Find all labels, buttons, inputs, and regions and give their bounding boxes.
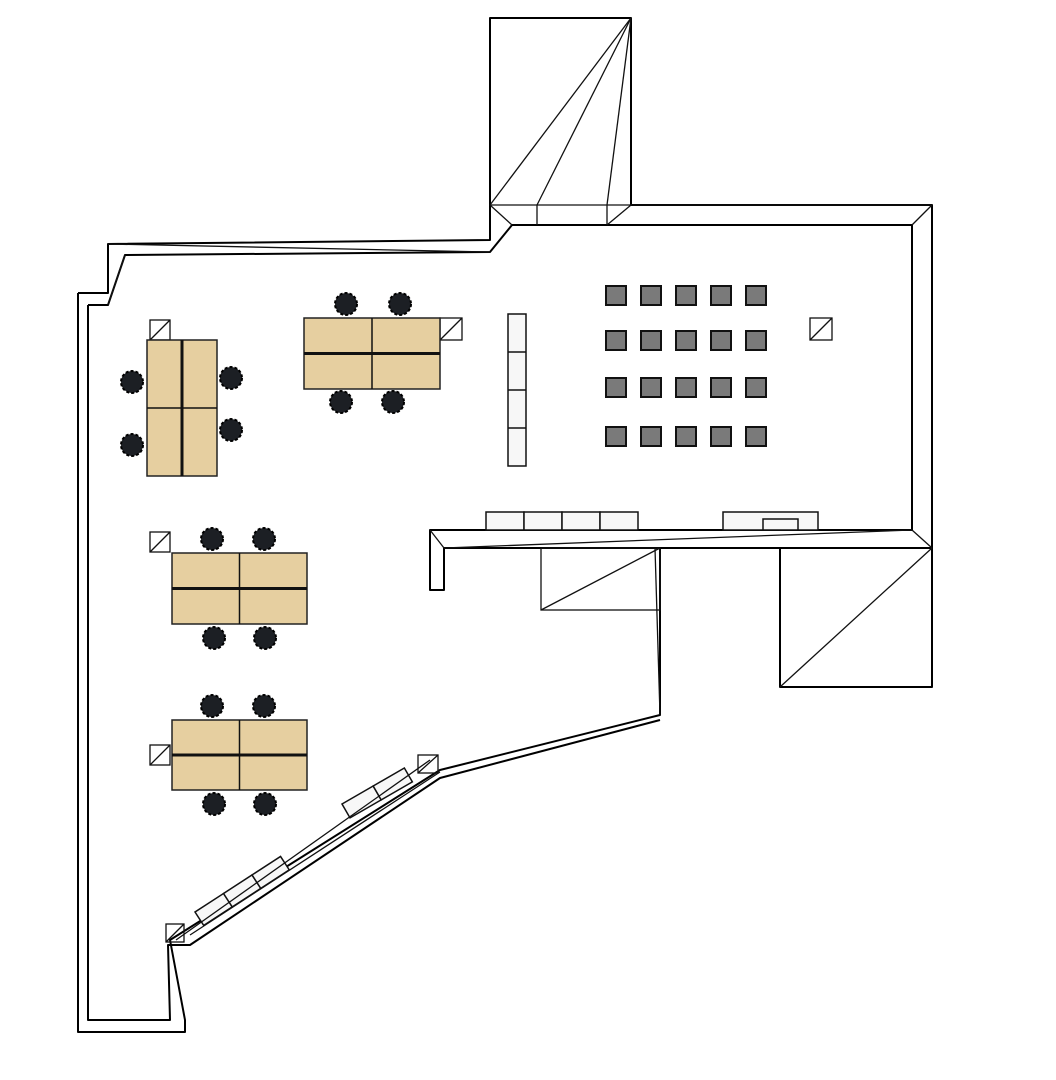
cabinet bbox=[485, 511, 525, 531]
tower-structure bbox=[107, 17, 933, 549]
desk-group bbox=[171, 527, 308, 650]
audience-seat bbox=[605, 426, 627, 447]
appliance bbox=[762, 518, 799, 531]
column-marker bbox=[439, 317, 463, 341]
office-chair bbox=[200, 527, 224, 551]
audience-seat bbox=[640, 377, 662, 398]
column-marker bbox=[149, 319, 171, 341]
office-chair bbox=[202, 792, 226, 816]
office-chair bbox=[219, 418, 243, 442]
audience-seat bbox=[745, 426, 767, 447]
cabinet bbox=[599, 511, 639, 531]
audience-seat bbox=[745, 285, 767, 306]
office-chair bbox=[329, 390, 353, 414]
audience-seat bbox=[605, 285, 627, 306]
audience-seat bbox=[640, 285, 662, 306]
office-chair bbox=[120, 433, 144, 457]
cabinet bbox=[523, 511, 563, 531]
utility-boxes bbox=[540, 547, 933, 716]
office-chair bbox=[219, 366, 243, 390]
desk-group bbox=[303, 292, 441, 414]
cabinet bbox=[561, 511, 601, 531]
shelf bbox=[507, 313, 527, 467]
office-chair bbox=[253, 626, 277, 650]
office-chair bbox=[381, 390, 405, 414]
inner-wall-left bbox=[87, 305, 661, 1021]
audience-seat bbox=[675, 285, 697, 306]
audience-seat bbox=[675, 377, 697, 398]
audience-seat bbox=[675, 330, 697, 351]
bench bbox=[372, 766, 414, 801]
benches bbox=[175, 759, 441, 941]
column-marker bbox=[165, 923, 185, 943]
audience-seat bbox=[605, 330, 627, 351]
column-marker bbox=[417, 754, 439, 774]
desk-group bbox=[120, 339, 243, 477]
audience-seating bbox=[605, 285, 767, 447]
office-chair bbox=[253, 792, 277, 816]
audience-seat bbox=[710, 285, 732, 306]
office-chair bbox=[202, 626, 226, 650]
office-chair bbox=[120, 370, 144, 394]
desk-groups bbox=[120, 292, 441, 816]
office-chair bbox=[388, 292, 412, 316]
office-chair bbox=[334, 292, 358, 316]
audience-seat bbox=[710, 330, 732, 351]
column-marker bbox=[809, 317, 833, 341]
audience-seat bbox=[675, 426, 697, 447]
column-marker bbox=[149, 531, 171, 553]
audience-seat bbox=[745, 377, 767, 398]
column-marker bbox=[149, 744, 171, 766]
audience-seat bbox=[640, 330, 662, 351]
walls bbox=[77, 17, 933, 1033]
cabinets bbox=[485, 511, 819, 531]
audience-seat bbox=[605, 377, 627, 398]
audience-seat bbox=[710, 377, 732, 398]
office-chair bbox=[252, 694, 276, 718]
audience-seat bbox=[710, 426, 732, 447]
columns bbox=[149, 317, 833, 943]
audience-seat bbox=[745, 330, 767, 351]
office-chair bbox=[200, 694, 224, 718]
audience-seat bbox=[640, 426, 662, 447]
desk-group bbox=[171, 694, 308, 816]
office-chair bbox=[252, 527, 276, 551]
